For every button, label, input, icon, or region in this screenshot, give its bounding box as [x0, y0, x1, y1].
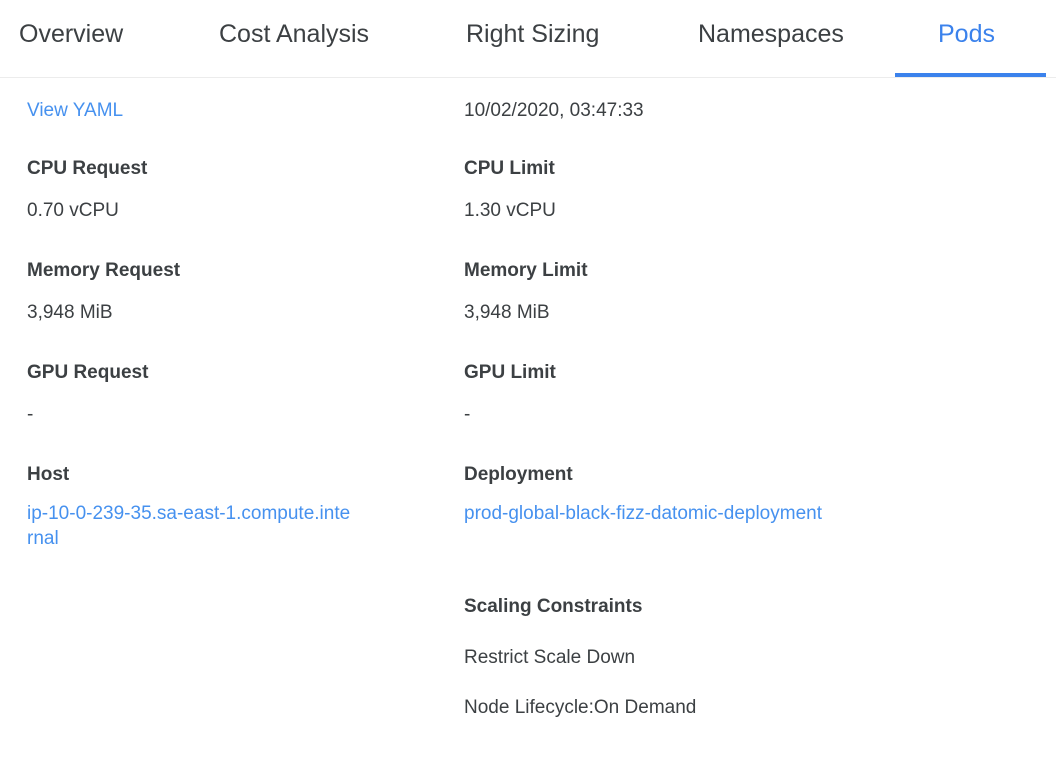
gpu-limit-value: - — [464, 404, 471, 425]
memory-limit-value: 3,948 MiB — [464, 302, 550, 323]
view-yaml-link[interactable]: View YAML — [27, 100, 124, 121]
scaling-constraint-item: Restrict Scale Down — [464, 647, 636, 668]
pod-timestamp: 10/02/2020, 03:47:33 — [464, 100, 644, 121]
memory-request-label: Memory Request — [27, 260, 181, 281]
gpu-request-label: GPU Request — [27, 362, 149, 383]
active-tab-underline — [895, 73, 1046, 77]
cpu-request-label: CPU Request — [27, 158, 148, 179]
field-cpu-request: CPU Request 0.70 vCPU — [27, 157, 147, 223]
field-deployment: Deployment prod-global-black-fizz-datomi… — [464, 463, 822, 526]
pod-detail-panel: View YAML CPU Request 0.70 vCPU Memory R… — [0, 78, 1056, 758]
tab-namespaces[interactable]: Namespaces — [698, 20, 844, 48]
field-gpu-request: GPU Request - — [27, 361, 148, 427]
field-cpu-limit: CPU Limit 1.30 vCPU — [464, 157, 556, 223]
tab-right-sizing[interactable]: Right Sizing — [466, 20, 600, 48]
gpu-limit-label: GPU Limit — [464, 362, 556, 383]
field-timestamp: 10/02/2020, 03:47:33 — [464, 98, 644, 123]
memory-limit-label: Memory Limit — [464, 260, 588, 281]
cpu-limit-label: CPU Limit — [464, 158, 555, 179]
field-host: Host ip-10-0-239-35.sa-east-1.compute.in… — [27, 463, 352, 551]
cpu-request-value: 0.70 vCPU — [27, 200, 119, 221]
scaling-constraint-item: Node Lifecycle:On Demand — [464, 697, 697, 718]
field-memory-request: Memory Request 3,948 MiB — [27, 259, 180, 325]
host-link[interactable]: ip-10-0-239-35.sa-east-1.compute.interna… — [27, 503, 351, 549]
memory-request-value: 3,948 MiB — [27, 302, 113, 323]
deployment-link[interactable]: prod-global-black-fizz-datomic-deploymen… — [464, 503, 822, 524]
tab-bar: Overview Cost Analysis Right Sizing Name… — [0, 0, 1056, 78]
tab-cost-analysis[interactable]: Cost Analysis — [219, 20, 370, 48]
host-label: Host — [27, 464, 70, 485]
deployment-label: Deployment — [464, 464, 573, 485]
scaling-constraints-label: Scaling Constraints — [464, 596, 643, 617]
tab-overview[interactable]: Overview — [19, 20, 124, 48]
field-memory-limit: Memory Limit 3,948 MiB — [464, 259, 588, 325]
cpu-limit-value: 1.30 vCPU — [464, 200, 556, 221]
field-scaling-constraints: Scaling Constraints Restrict Scale Down … — [464, 595, 696, 720]
gpu-request-value: - — [27, 404, 34, 425]
field-view-yaml: View YAML — [27, 98, 123, 123]
field-gpu-limit: GPU Limit - — [464, 361, 556, 427]
tab-pods[interactable]: Pods — [938, 20, 995, 48]
